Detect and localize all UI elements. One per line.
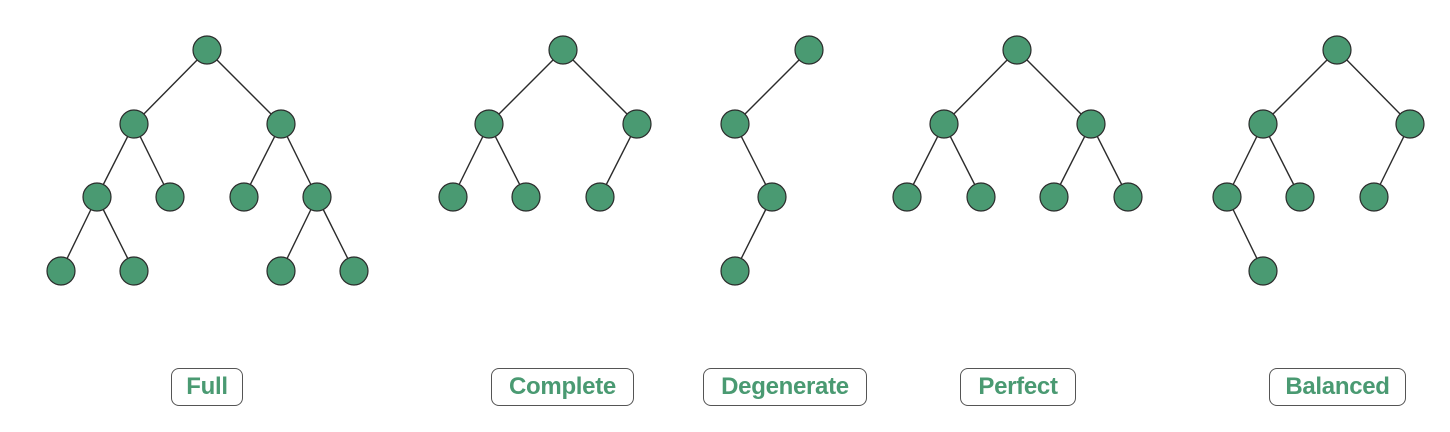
node-full-RRR <box>339 256 369 286</box>
node-perfect-LL <box>892 182 922 212</box>
node-balanced-R <box>1395 109 1425 139</box>
node-full-LLR <box>119 256 149 286</box>
edges-layer <box>60 49 1411 272</box>
label-full-text: Full <box>186 373 228 400</box>
label-degenerate-text: Degenerate <box>721 373 849 400</box>
node-balanced-LL <box>1212 182 1242 212</box>
edge-complete-root-R <box>562 49 638 125</box>
node-perfect-root <box>1002 35 1032 65</box>
label-balanced-text: Balanced <box>1285 373 1390 400</box>
label-perfect: Perfect <box>960 368 1076 406</box>
node-balanced-RL <box>1359 182 1389 212</box>
edge-perfect-root-L <box>943 49 1018 125</box>
node-full-root <box>192 35 222 65</box>
label-full: Full <box>171 368 243 406</box>
node-balanced-LLR <box>1248 256 1278 286</box>
node-full-L <box>119 109 149 139</box>
edge-full-root-R <box>206 49 282 125</box>
node-degenerate-LR <box>757 182 787 212</box>
node-perfect-R <box>1076 109 1106 139</box>
node-balanced-L <box>1248 109 1278 139</box>
node-complete-L <box>474 109 504 139</box>
node-complete-root <box>548 35 578 65</box>
label-complete: Complete <box>491 368 634 406</box>
edge-complete-root-L <box>488 49 564 125</box>
node-full-LL <box>82 182 112 212</box>
node-full-LR <box>155 182 185 212</box>
node-full-RR <box>302 182 332 212</box>
edge-full-root-L <box>133 49 208 125</box>
label-complete-text: Complete <box>509 373 616 400</box>
node-degenerate-LRL <box>720 256 750 286</box>
label-balanced: Balanced <box>1269 368 1406 406</box>
edge-balanced-root-R <box>1336 49 1411 125</box>
node-complete-LL <box>438 182 468 212</box>
label-degenerate: Degenerate <box>703 368 867 406</box>
label-perfect-text: Perfect <box>978 373 1058 400</box>
node-balanced-LR <box>1285 182 1315 212</box>
node-perfect-RL <box>1039 182 1069 212</box>
node-complete-R <box>622 109 652 139</box>
node-perfect-LR <box>966 182 996 212</box>
node-complete-RL <box>585 182 615 212</box>
node-degenerate-L <box>720 109 750 139</box>
node-complete-LR <box>511 182 541 212</box>
nodes-layer <box>46 35 1425 286</box>
node-full-RRL <box>266 256 296 286</box>
node-degenerate-root <box>794 35 824 65</box>
node-full-R <box>266 109 296 139</box>
node-full-RL <box>229 182 259 212</box>
edge-balanced-root-L <box>1262 49 1338 125</box>
node-full-LLL <box>46 256 76 286</box>
node-balanced-root <box>1322 35 1352 65</box>
edge-degenerate-root-L <box>734 49 810 125</box>
node-perfect-L <box>929 109 959 139</box>
edge-perfect-root-R <box>1016 49 1092 125</box>
node-perfect-RR <box>1113 182 1143 212</box>
